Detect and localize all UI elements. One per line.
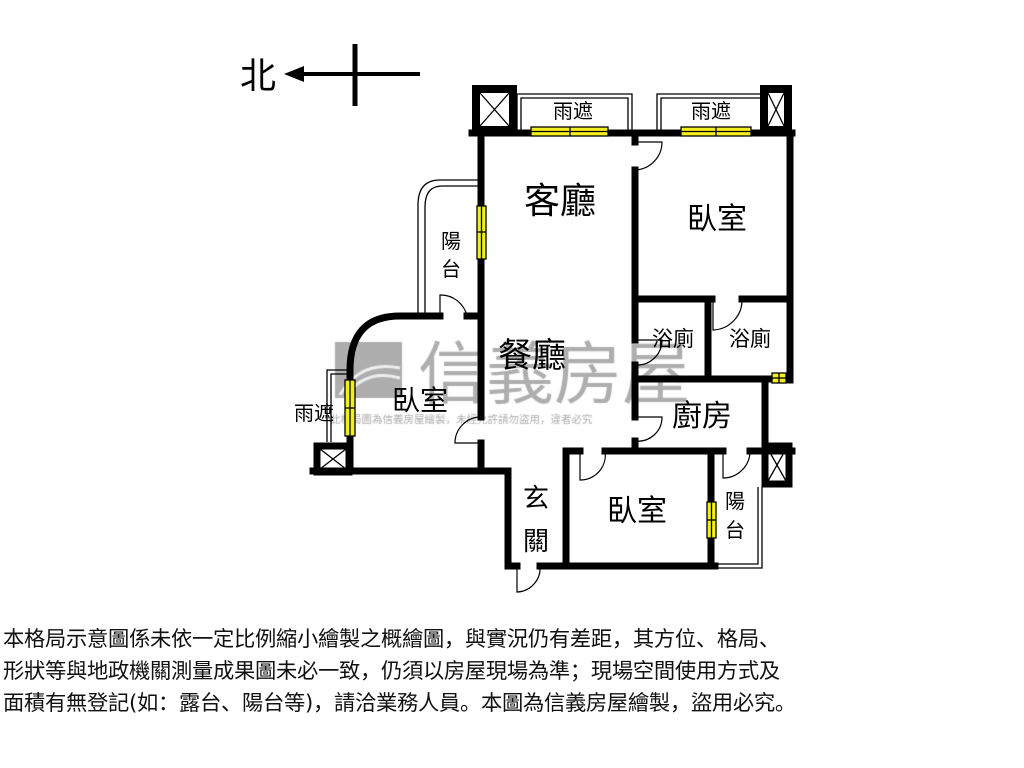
label-bathroom-2: 浴廁 <box>729 327 771 351</box>
disclaimer-line: 面積有無登記(如：露台、陽台等)，請洽業務人員。本圖為信義房屋繪製，盜用必究。 <box>3 691 796 716</box>
door-balcony-w <box>439 294 468 317</box>
label-canopy-n1: 雨遮 <box>553 99 593 123</box>
door-balcony-se <box>722 450 751 479</box>
disclaimer-line: 本格局示意圖係未依一定比例縮小繪製之概繪圖，與實況仍有差距，其方位、格局、 <box>3 627 780 652</box>
label-kitchen: 廚房 <box>672 399 732 434</box>
label-entrance-2: 關 <box>523 527 549 557</box>
label-balcony-se-1: 陽 <box>725 489 745 513</box>
disclaimer: 本格局示意圖係未依一定比例縮小繪製之概繪圖，與實況仍有差距，其方位、格局、 形狀… <box>3 624 1024 720</box>
label-canopy-n2: 雨遮 <box>691 99 731 123</box>
label-balcony-se-2: 台 <box>725 518 745 542</box>
door-bedroom-w <box>454 416 482 444</box>
door-kitchen <box>634 416 663 442</box>
label-bathroom-1: 浴廁 <box>652 327 694 351</box>
door-bathroom-2 <box>712 298 743 331</box>
door-bedroom-ne <box>634 141 663 171</box>
doors <box>439 141 751 593</box>
north-indicator: 北 <box>240 44 420 106</box>
label-dining-room: 餐廳 <box>498 336 566 376</box>
door-entrance <box>516 565 541 593</box>
label-bedroom-s: 臥室 <box>607 494 667 529</box>
north-arrow-icon <box>284 66 304 82</box>
label-entrance-1: 玄 <box>523 484 549 514</box>
floor-plan: 北 <box>240 44 796 593</box>
windows <box>344 126 787 539</box>
label-bedroom-w: 臥室 <box>392 384 448 417</box>
label-balcony-w-2: 台 <box>441 257 461 281</box>
room-labels: 雨遮 雨遮 客廳 臥室 陽 台 浴廁 浴廁 餐廳 臥室 雨遮 廚房 玄 關 臥室… <box>294 99 771 557</box>
label-bedroom-ne: 臥室 <box>687 202 747 237</box>
label-living-room: 客廳 <box>524 181 596 222</box>
label-balcony-w-1: 陽 <box>441 229 461 253</box>
label-canopy-w: 雨遮 <box>294 401 334 425</box>
door-bathroom-1 <box>634 339 663 366</box>
door-bedroom-s <box>579 450 606 481</box>
north-label: 北 <box>240 56 276 97</box>
disclaimer-line: 形狀等與地政機關測量成果圖未必一致，仍須以房屋現場為準；現場空間使用方式及 <box>3 659 780 684</box>
